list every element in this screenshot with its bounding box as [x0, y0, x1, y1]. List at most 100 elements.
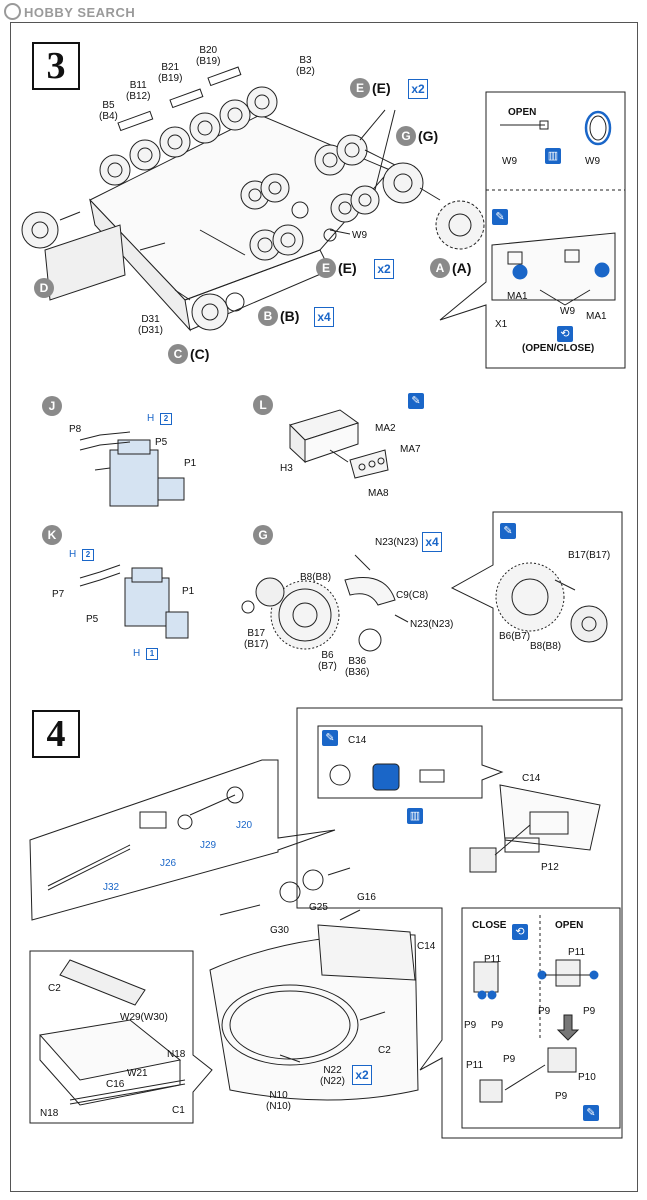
- glue-brush-icon: ✎: [492, 209, 508, 225]
- callout-e-top-paren: (E): [372, 80, 391, 96]
- callout-a: A: [430, 258, 450, 278]
- sub-j-hnum: 2: [160, 413, 172, 425]
- step4-gun-inset-drawing: [29, 759, 336, 921]
- step4-c14-right: C14: [522, 773, 541, 784]
- sub-k-hnum-bot: 1: [146, 648, 158, 660]
- step4-p12: P12: [541, 862, 559, 873]
- step4-p11-open: P11: [568, 947, 586, 958]
- sub-g-inset-b6: B6(B7): [499, 631, 531, 642]
- step4-n10: N10 (N10): [266, 1090, 292, 1112]
- step4-w29: W29(W30): [120, 1012, 168, 1023]
- step4-hull-drawing: [209, 867, 419, 1101]
- step4-n18-right: N18: [167, 1049, 186, 1060]
- sub-g-c9: C9(C8): [396, 590, 429, 601]
- sub-l-ma7: MA7: [400, 444, 421, 455]
- step4-j32: J32: [103, 882, 120, 893]
- inset-x1: X1: [495, 319, 508, 330]
- sub-k-hnum-top: 2: [82, 549, 94, 561]
- mult-e-top: x2: [408, 79, 428, 99]
- step3-hull-drawing: [21, 66, 485, 332]
- label-b20: B20 (B19): [196, 45, 221, 67]
- sub-g-b36: B36 (B36): [345, 656, 370, 678]
- sub-g-n23a: N23(N23): [375, 537, 419, 548]
- step4-movable-icon: ⟲: [512, 924, 528, 940]
- step4-p11-bottom: P11: [466, 1060, 484, 1071]
- sub-g-inset-b17: B17(B17): [568, 550, 611, 561]
- inset-open-close: (OPEN/CLOSE): [522, 343, 595, 354]
- label-b3: B3 (B2): [296, 55, 315, 77]
- step4-p9-d: P9: [583, 1006, 596, 1017]
- callout-c: C: [168, 344, 188, 364]
- step4-c14-hull: C14: [417, 941, 436, 952]
- callout-c-paren: (C): [190, 346, 210, 362]
- inset-w9-bottom: W9: [560, 306, 575, 317]
- sub-j-hcode: H: [147, 413, 155, 424]
- callout-d: D: [34, 278, 54, 298]
- step4-p9-a: P9: [464, 1020, 477, 1031]
- sub-k-p1: P1: [182, 586, 195, 597]
- step4-c16: C16: [106, 1079, 125, 1090]
- callout-e-top: E: [350, 78, 370, 98]
- sub-g-drawing: [241, 511, 623, 701]
- step4-w21: W21: [127, 1068, 148, 1079]
- callout-e-mid: E: [316, 258, 336, 278]
- sub-g-b8: B8(B8): [300, 572, 332, 583]
- sub-g-n23b: N23(N23): [410, 619, 454, 630]
- movable-icon: ⟲: [557, 326, 573, 342]
- step4-p9-lower: P9: [555, 1091, 568, 1102]
- label-b21: B21 (B19): [158, 62, 183, 84]
- sub-k-p5: P5: [86, 614, 99, 625]
- step4-bottom-left-inset-drawing: [29, 950, 213, 1124]
- step4-c2-right: C2: [378, 1045, 391, 1056]
- step4-cement-icon: ▥: [407, 808, 423, 824]
- sub-g-mult: x4: [422, 532, 442, 552]
- sub-k-letter: K: [42, 525, 62, 545]
- sub-j-p1: P1: [184, 458, 197, 469]
- step-4-number: 4: [32, 710, 80, 758]
- step4-glue-icon: ✎: [322, 730, 338, 746]
- watermark: HOBBY SEARCH: [4, 3, 135, 20]
- step4-g16: G16: [357, 892, 376, 903]
- sub-l-drawing: [289, 409, 389, 479]
- callout-a-paren: (A): [452, 260, 472, 276]
- step4-j29: J29: [200, 840, 217, 851]
- sub-k-p7: P7: [52, 589, 65, 600]
- mult-e-mid: x2: [374, 259, 394, 279]
- step4-open-title: OPEN: [555, 920, 584, 931]
- sub-k-hcode-top: H: [69, 549, 77, 560]
- sub-j-drawing: [79, 431, 185, 507]
- sub-g-letter: G: [253, 525, 273, 545]
- step4-j20: J20: [236, 820, 253, 831]
- page-frame: [10, 22, 638, 1192]
- step4-j26: J26: [160, 858, 177, 869]
- inset-w9-right: W9: [585, 156, 600, 167]
- sub-g-b6: B6 (B7): [318, 650, 337, 672]
- sub-k-drawing: [79, 564, 189, 639]
- step4-p10: P10: [578, 1072, 596, 1083]
- callout-e-mid-paren: (E): [338, 260, 357, 276]
- step4-n18-left: N18: [40, 1108, 59, 1119]
- inset-open-title: OPEN: [508, 107, 537, 118]
- step4-c2-left: C2: [48, 983, 61, 994]
- sub-l-letter: L: [253, 395, 273, 415]
- sub-l-ma8: MA8: [368, 488, 389, 499]
- callout-b-paren: (B): [280, 308, 300, 324]
- step4-close-title: CLOSE: [472, 920, 507, 931]
- label-b11: B11 (B12): [126, 80, 151, 102]
- step4-c1: C1: [172, 1105, 185, 1116]
- step4-p9-c: P9: [538, 1006, 551, 1017]
- step4-n22-mult: x2: [352, 1065, 372, 1085]
- sub-l-glue-icon: ✎: [408, 393, 424, 409]
- sub-g-inset-glue-icon: ✎: [500, 523, 516, 539]
- label-w9: W9: [352, 230, 367, 241]
- step4-p9-bottom: P9: [503, 1054, 516, 1065]
- sub-l-ma2: MA2: [375, 423, 396, 434]
- watermark-text: HOBBY SEARCH: [24, 5, 136, 20]
- step3-inset-drawing: [439, 91, 626, 369]
- inset-w9-left: W9: [502, 156, 517, 167]
- step-3-number: 3: [32, 42, 80, 90]
- step4-inset-glue-icon: ✎: [583, 1105, 599, 1121]
- step4-g30: G30: [270, 925, 289, 936]
- step4-p11-close: P11: [484, 954, 502, 965]
